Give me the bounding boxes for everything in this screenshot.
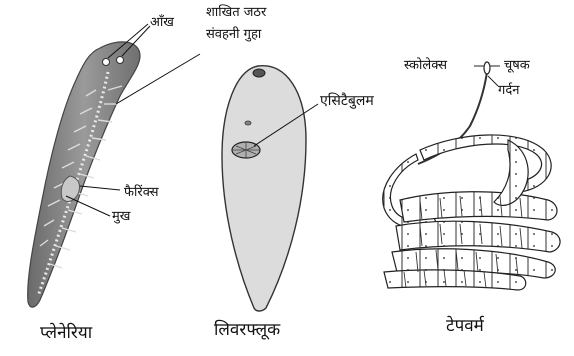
label-branched-gut-line1: शाखित जठर xyxy=(206,6,266,19)
label-mouth: मुख xyxy=(112,210,130,223)
caption-liverfluke: लिवरफ्लूक xyxy=(214,322,280,339)
tapeworm-scolex xyxy=(484,62,490,74)
oral-sucker xyxy=(253,69,265,77)
label-acetabulum: एसिटैबुलम xyxy=(320,94,374,108)
caption-planaria: प्लेनेरिया xyxy=(40,325,92,342)
neck-pointer xyxy=(488,76,498,86)
label-eye: आँख xyxy=(150,16,174,29)
label-sucker: चूषक xyxy=(504,59,530,72)
planaria-figure xyxy=(28,24,200,307)
tapeworm-figure xyxy=(383,62,560,290)
pharynx-pointer xyxy=(80,186,120,190)
planaria-right-eye xyxy=(117,57,124,64)
tapeworm-strobila xyxy=(383,135,560,290)
liverfluke-body xyxy=(222,66,306,311)
liverfluke-figure xyxy=(222,66,318,311)
small-pore xyxy=(245,121,251,125)
planaria-left-eye xyxy=(103,59,110,66)
label-scolex: स्कोलेक्स xyxy=(404,59,447,72)
label-pharynx: फैरिंक्स xyxy=(124,186,159,199)
caption-tapeworm: टेपवर्म xyxy=(446,318,484,335)
label-neck: गर्दन xyxy=(498,84,519,97)
label-branched-gut-line2: संवहनी गुहा xyxy=(206,28,261,41)
